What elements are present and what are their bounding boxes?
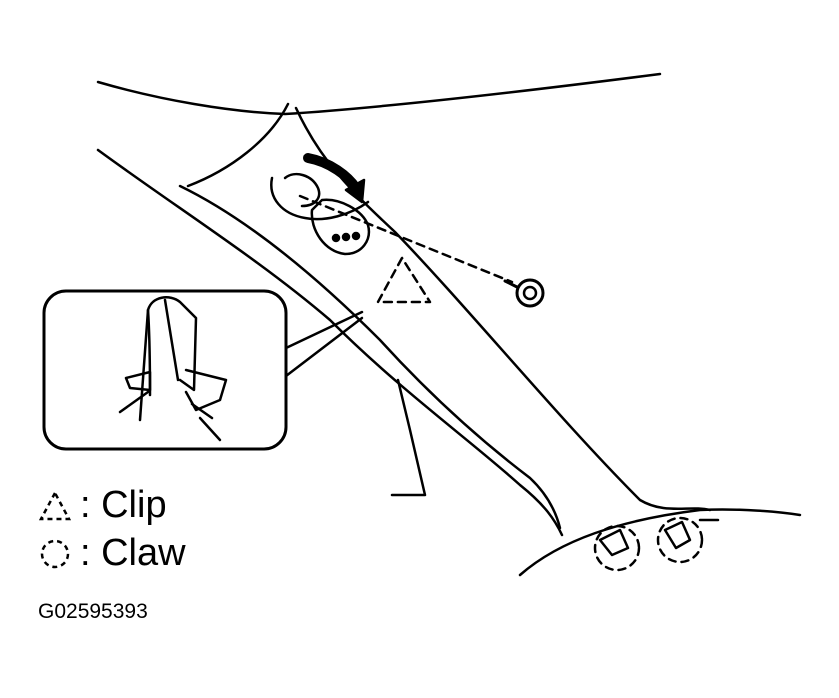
assist-grip-knob [310,198,371,256]
bolt-icon [503,278,545,308]
pillar-trim-lower [390,378,427,497]
lower-trim [518,508,802,577]
figure-id: G02595393 [38,600,148,623]
claw-marker-1 [593,524,641,572]
headliner-edge [96,72,662,116]
claw-circle-icon [40,539,70,568]
lower-trim-clip-2 [663,520,692,550]
clip-marker [376,256,432,304]
pillar-inner-edge-2 [178,184,562,530]
claw-marker-2 [656,516,704,564]
clip-triangle-icon [38,489,72,520]
assist-grip-detail [283,172,321,208]
assist-grip-housing [270,176,370,221]
guide-line [298,194,514,284]
legend-clip-label: : Clip [80,484,167,526]
legend-claw: : Claw [38,532,186,575]
callout-pointer [284,310,364,378]
lower-trim-clip-1 [598,528,630,557]
legend-clip: : Clip [38,484,167,527]
clip-detail-drawing [118,296,228,442]
clip-detail-callout [42,289,288,451]
legend-claw-label: : Claw [80,532,186,574]
pillar-inner-edge [96,148,564,537]
